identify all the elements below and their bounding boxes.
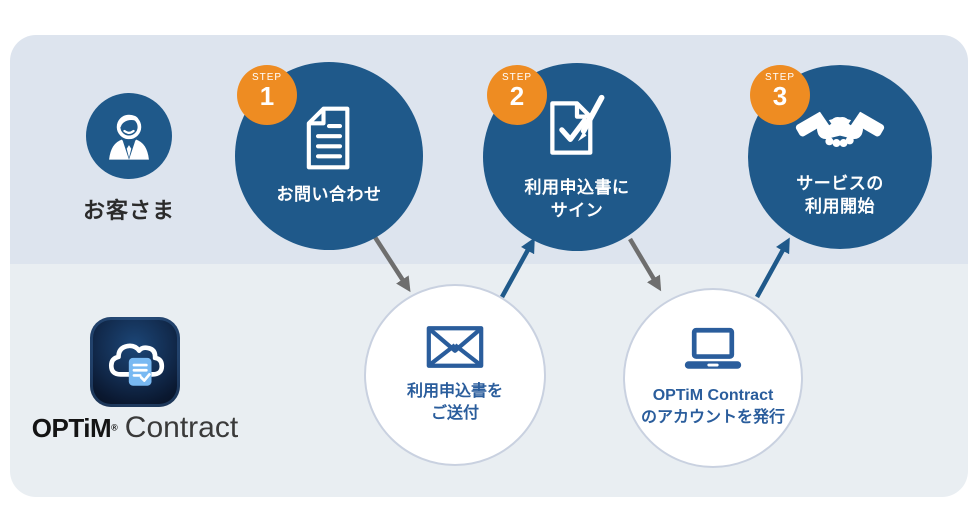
envelope-icon	[426, 325, 484, 368]
signed-document-icon	[550, 94, 605, 155]
cloud-document-icon	[108, 343, 165, 386]
step2-badge: STEP 2	[487, 65, 547, 125]
brand-name: OPTiM	[31, 413, 112, 443]
customer-avatar	[86, 93, 172, 179]
step1-label: お問い合わせ	[276, 185, 382, 205]
product-name: Contract	[124, 411, 239, 444]
optim-contract-app-icon	[90, 317, 180, 407]
person-icon	[109, 114, 149, 160]
customer-lane-label: お客さま	[82, 198, 175, 223]
handshake-icon	[795, 109, 885, 147]
step3-label: サービスの利用開始	[796, 173, 884, 216]
step1-badge: STEP 1	[237, 65, 297, 125]
step2-label: 利用申込書にサイン	[524, 177, 630, 220]
step3-badge: STEP 3	[750, 65, 810, 125]
send-application-circle: 利用申込書をご送付	[364, 284, 546, 466]
document-icon	[306, 106, 350, 170]
send-application-label: 利用申込書をご送付	[406, 382, 503, 422]
registered-mark: ®	[111, 422, 118, 433]
laptop-icon	[684, 327, 742, 369]
optim-contract-wordmark: OPTiM® Contract	[20, 411, 250, 445]
